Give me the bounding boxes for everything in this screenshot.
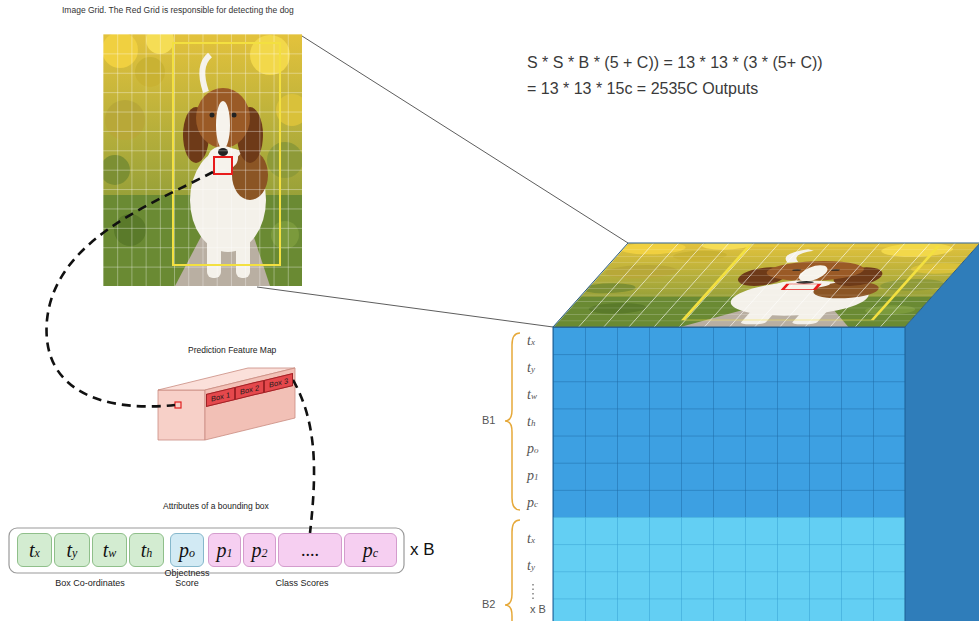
label-text: Attributes of a bounding box	[163, 502, 269, 512]
label-text: tx	[527, 531, 535, 547]
attribute-box: p1	[208, 533, 241, 567]
node-text: Box 1	[211, 391, 230, 403]
label-text: ty	[527, 558, 535, 574]
feature-map-prism	[158, 368, 295, 440]
attribute-box: po	[170, 533, 204, 567]
label-text: th	[527, 414, 535, 430]
label-text: B1	[482, 414, 495, 427]
dog-photo	[100, 26, 308, 286]
tensor-cube	[548, 240, 979, 621]
label-text: S * S * B * (5 + C)) = 13 * 13 * (3 * (5…	[527, 54, 823, 72]
node-text: tw	[103, 540, 117, 560]
label-text: = 13 * 13 * 15c = 2535C Outputs	[527, 80, 758, 98]
node-text: po	[179, 540, 195, 560]
node-text: Box 3	[269, 377, 288, 389]
label-text: tw	[527, 387, 537, 403]
node-text: p2	[252, 540, 268, 560]
label-text: ty	[527, 360, 535, 376]
attribute-box: tw	[92, 533, 127, 567]
brace	[505, 333, 520, 510]
attribute-box: p2	[243, 533, 276, 567]
attribute-box: pc	[344, 533, 397, 567]
label-text: po	[527, 441, 539, 457]
leader-curve	[47, 172, 213, 406]
node-text: pc	[363, 540, 378, 560]
label-text: Prediction Feature Map	[188, 346, 276, 356]
projection-line	[257, 287, 553, 327]
attribute-box: ....	[278, 533, 342, 567]
label-text: tx	[527, 333, 535, 349]
attribute-bar	[9, 528, 404, 573]
label-text: Box Co-ordinates	[44, 578, 136, 588]
label-text: pc	[527, 495, 538, 511]
dashed-connector	[293, 380, 314, 533]
label-text: Class Scores	[256, 578, 348, 588]
label-text: B2	[482, 598, 495, 611]
node-text: th	[141, 540, 153, 560]
node-text: Box 2	[240, 384, 259, 396]
brace	[505, 520, 520, 621]
title-text: Image Grid. The Red Grid is responsible …	[62, 6, 294, 16]
label-text: p1	[527, 468, 539, 484]
label-text: x B	[530, 603, 546, 616]
attribute-box: tx	[17, 533, 52, 567]
attribute-box: th	[129, 533, 164, 567]
label-text: Objectness Score	[160, 568, 214, 589]
attribute-box: ty	[54, 533, 90, 567]
label-text: x B	[410, 540, 435, 560]
node-text: ty	[67, 540, 78, 560]
node-text: ....	[301, 541, 319, 559]
node-text: p1	[217, 540, 233, 560]
node-text: tx	[29, 540, 40, 560]
ellipsis-dots	[532, 584, 533, 599]
